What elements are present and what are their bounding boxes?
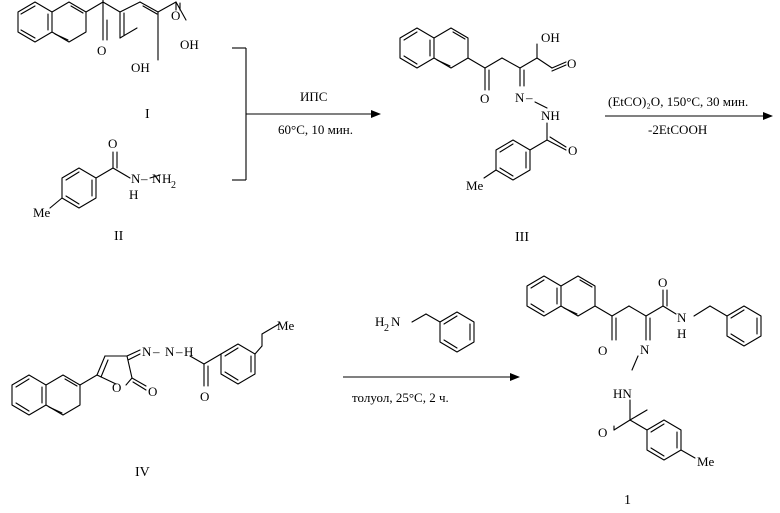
atom-OH: OH	[180, 37, 199, 52]
atom-OH: OH	[131, 60, 150, 75]
atom-dash: –	[175, 344, 183, 359]
atom-O: O	[598, 425, 607, 440]
product-structure	[527, 276, 761, 460]
atom-N: N	[515, 90, 525, 105]
compound-label-I: I	[145, 107, 150, 122]
atom-Me: Me	[33, 205, 51, 220]
atom-HN: HN	[613, 386, 632, 401]
atom-O: O	[480, 91, 489, 106]
compound-label-IV: IV	[135, 465, 150, 480]
atom-OH: OH	[541, 30, 560, 45]
atom-NH: NH	[541, 108, 560, 123]
condition-1-below: 60°C, 10 мин.	[278, 122, 353, 137]
compound-label-1: 1	[624, 493, 631, 508]
bracket	[232, 48, 246, 180]
compound-label-II: II	[114, 229, 124, 244]
compound-IV-structure	[12, 324, 279, 415]
atom-N: N	[142, 344, 152, 359]
atom-N: N	[677, 310, 687, 325]
atom-O: O	[658, 275, 667, 290]
atom-H: H	[184, 344, 193, 359]
atom-Me: Me	[697, 454, 715, 469]
atom-O: O	[97, 43, 106, 58]
atom-N: N	[640, 342, 650, 357]
atom-N: N	[131, 171, 141, 186]
condition-2-above: (EtCO)₂O, 150°C, 30 мин.	[608, 94, 748, 109]
atom-H: H	[162, 171, 171, 186]
atom-dash: –	[152, 344, 160, 359]
atom-Me: Me	[466, 178, 484, 193]
atom-Me: Me	[277, 318, 295, 333]
atom-subscript: 2	[171, 180, 176, 191]
compound-label-III: III	[515, 230, 529, 245]
atom-H: H	[375, 314, 384, 329]
atom-O: O	[171, 8, 180, 23]
atom-O: O	[567, 56, 576, 71]
atom-H: H	[677, 326, 686, 341]
atom-O: O	[200, 389, 209, 404]
atom-dash: –	[140, 171, 148, 186]
condition-3-below: толуол, 25°C, 2 ч.	[352, 390, 449, 405]
atom-O: O	[568, 143, 577, 158]
atom-N: N	[165, 344, 175, 359]
atom-H: H	[129, 187, 138, 202]
atom-O: O	[108, 136, 117, 151]
atom-O: O	[148, 384, 157, 399]
benzylamine-structure	[412, 312, 474, 352]
atom-N: N	[152, 171, 162, 186]
atom-subscript: 2	[384, 323, 389, 334]
atom-O: O	[112, 380, 121, 395]
condition-1-above: ИПС	[300, 89, 327, 104]
atom-N: N	[391, 314, 401, 329]
condition-2-below: -2EtCOOH	[648, 122, 707, 137]
atom-O: O	[598, 343, 607, 358]
atom-dash: –	[525, 90, 533, 105]
